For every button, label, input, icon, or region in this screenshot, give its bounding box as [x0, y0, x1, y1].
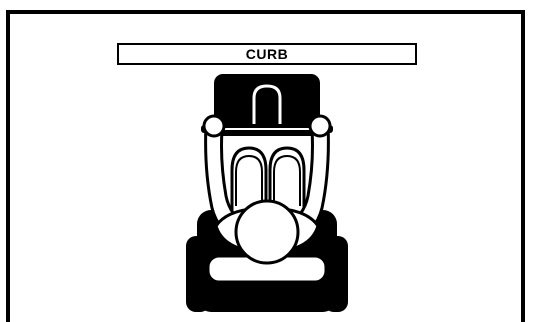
- head: [236, 201, 298, 263]
- left-hand: [204, 116, 224, 136]
- right-hand: [310, 116, 330, 136]
